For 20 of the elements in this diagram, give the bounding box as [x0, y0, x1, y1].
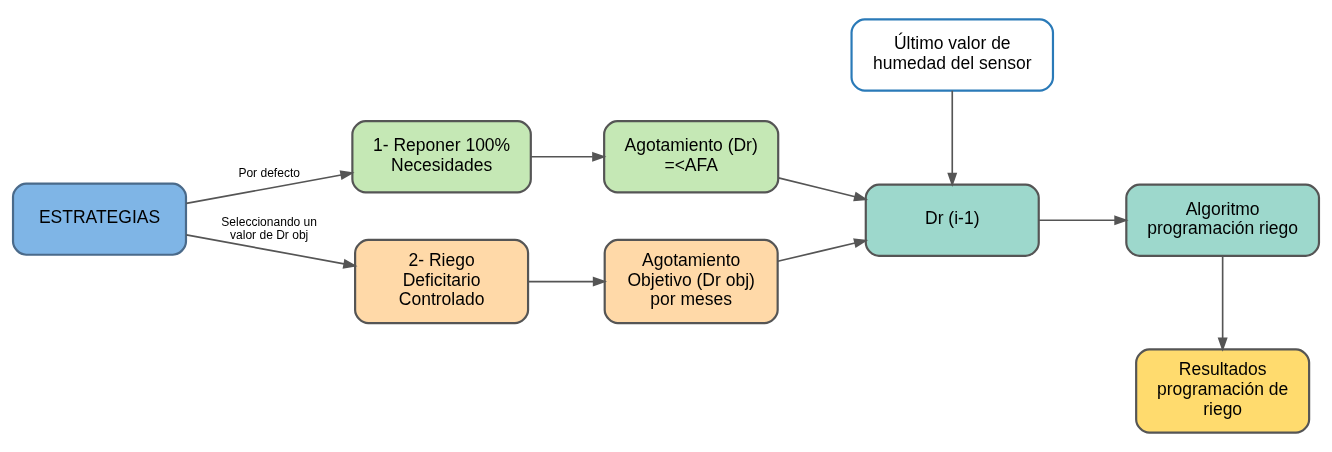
- edge-label: Por defecto: [238, 166, 300, 181]
- node-box: Dr (i-1): [864, 183, 1040, 257]
- node-box: ESTRATEGIAS: [11, 182, 188, 256]
- arrow: [776, 238, 869, 263]
- arrow: [947, 89, 958, 187]
- node-box: Agotamiento (Dr) =<AFA: [603, 120, 780, 194]
- arrow: [527, 276, 608, 287]
- node-box: Resultados programación de riego: [1135, 348, 1311, 434]
- node-box: 2- Riego Deficitario Controlado: [354, 238, 530, 325]
- node-box: Algoritmo programación riego: [1125, 183, 1321, 257]
- arrow: [185, 234, 358, 269]
- arrow: [1217, 255, 1228, 352]
- node-box: 1- Reponer 100% Necesidades: [351, 120, 532, 194]
- node-box: Último valor de humedad del sensor: [850, 18, 1055, 92]
- arrow: [777, 177, 869, 202]
- edge-label: Seleccionando un valor de Dr obj: [221, 214, 318, 242]
- node-box: Agotamiento Objetivo (Dr obj) por meses: [603, 238, 779, 325]
- arrow: [1038, 215, 1129, 226]
- arrow: [185, 170, 355, 205]
- arrow: [530, 151, 607, 162]
